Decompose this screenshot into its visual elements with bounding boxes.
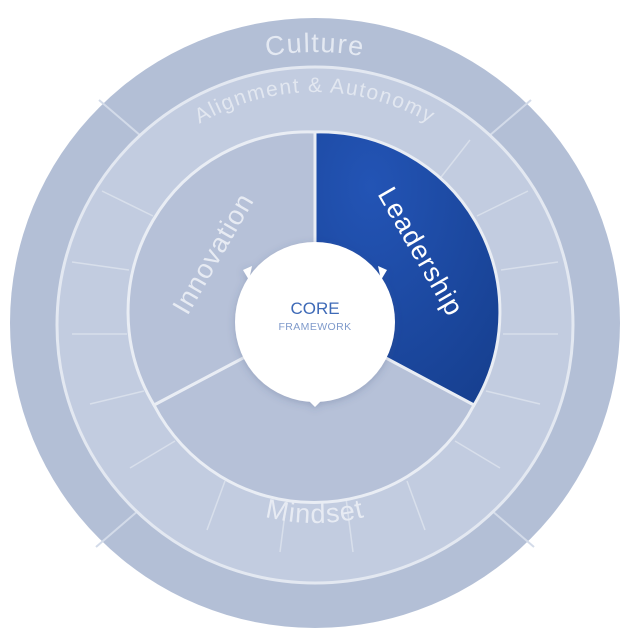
segment-mindset-label: Mindset (264, 493, 367, 529)
core-hub[interactable] (235, 242, 395, 407)
outer-ring-label: Culture (263, 28, 367, 62)
middle-ring-dividers (71, 139, 559, 553)
outer-ring-dividers (95, 99, 535, 548)
core-subtitle: FRAMEWORK (278, 321, 351, 333)
segment-mindset[interactable] (151, 318, 477, 505)
core-title: CORE (290, 299, 339, 318)
